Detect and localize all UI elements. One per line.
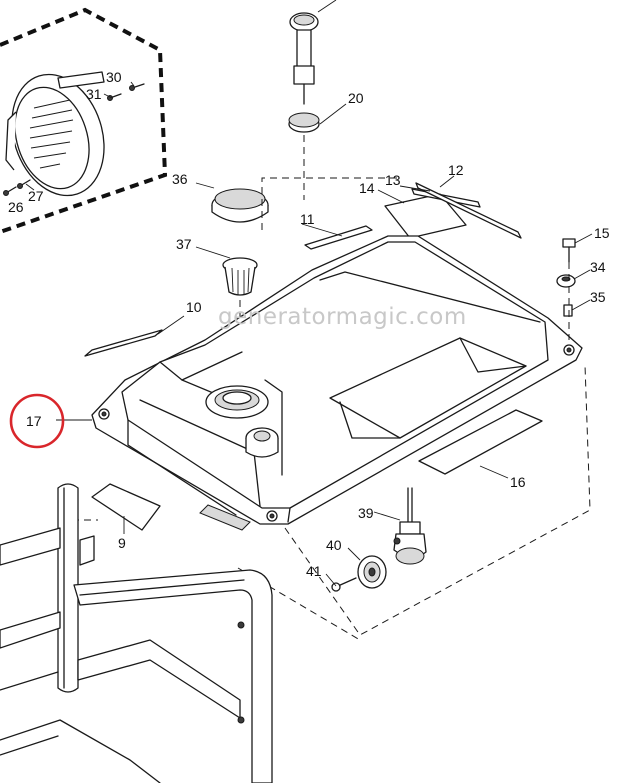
rubber-strip-9 xyxy=(91,483,161,531)
callout-17: 17 xyxy=(26,413,42,429)
callout-37: 37 xyxy=(176,236,192,252)
fuel-cap-36 xyxy=(211,188,269,223)
callout-35: 35 xyxy=(590,289,606,305)
fuel-tank-17 xyxy=(91,235,583,531)
callout-40: 40 xyxy=(326,537,342,553)
callout-10: 10 xyxy=(186,299,202,315)
rubber-strip-14 xyxy=(384,193,467,239)
fuel-gauge xyxy=(289,0,337,105)
callout-26: 26 xyxy=(8,199,24,215)
fuel-strainer-37 xyxy=(222,257,258,296)
callout-39: 39 xyxy=(358,505,374,521)
leader-lines xyxy=(25,81,593,587)
rubber-strip-16 xyxy=(418,409,543,475)
highlight-circle xyxy=(9,393,65,449)
callout-labels: 30 31 27 26 20 36 37 10 11 14 13 12 15 3… xyxy=(8,69,610,579)
callout-13: 13 xyxy=(385,172,401,188)
callout-12: 12 xyxy=(448,162,464,178)
grommet-34 xyxy=(556,274,576,288)
callout-14: 14 xyxy=(359,180,375,196)
callout-15: 15 xyxy=(594,225,610,241)
callout-27: 27 xyxy=(28,188,44,204)
callout-16: 16 xyxy=(510,474,526,490)
callout-9: 9 xyxy=(118,535,126,551)
callout-31: 31 xyxy=(86,86,102,102)
callout-36: 36 xyxy=(172,171,188,187)
rubber-strip-10 xyxy=(84,329,163,357)
screw-30 xyxy=(129,83,145,91)
gauge-grommet-20 xyxy=(288,112,320,133)
callout-20: 20 xyxy=(348,90,364,106)
rubber-strip-12 xyxy=(415,182,522,239)
watermark-text: generatormagic.com xyxy=(218,304,467,330)
valve-knob-40 xyxy=(357,555,387,589)
bolt-15 xyxy=(562,238,576,263)
callout-30: 30 xyxy=(106,69,122,85)
generator-frame xyxy=(0,483,273,783)
screw-26 xyxy=(3,186,17,196)
screw-27 xyxy=(17,179,31,189)
callout-41: 41 xyxy=(306,563,322,579)
callout-11: 11 xyxy=(300,211,315,227)
fuel-valve-39 xyxy=(393,487,427,565)
rubber-strip-11 xyxy=(304,225,373,250)
callout-34: 34 xyxy=(590,259,606,275)
collar-35 xyxy=(563,304,573,317)
fan-housing-group xyxy=(0,7,168,234)
screw-41 xyxy=(331,577,357,592)
